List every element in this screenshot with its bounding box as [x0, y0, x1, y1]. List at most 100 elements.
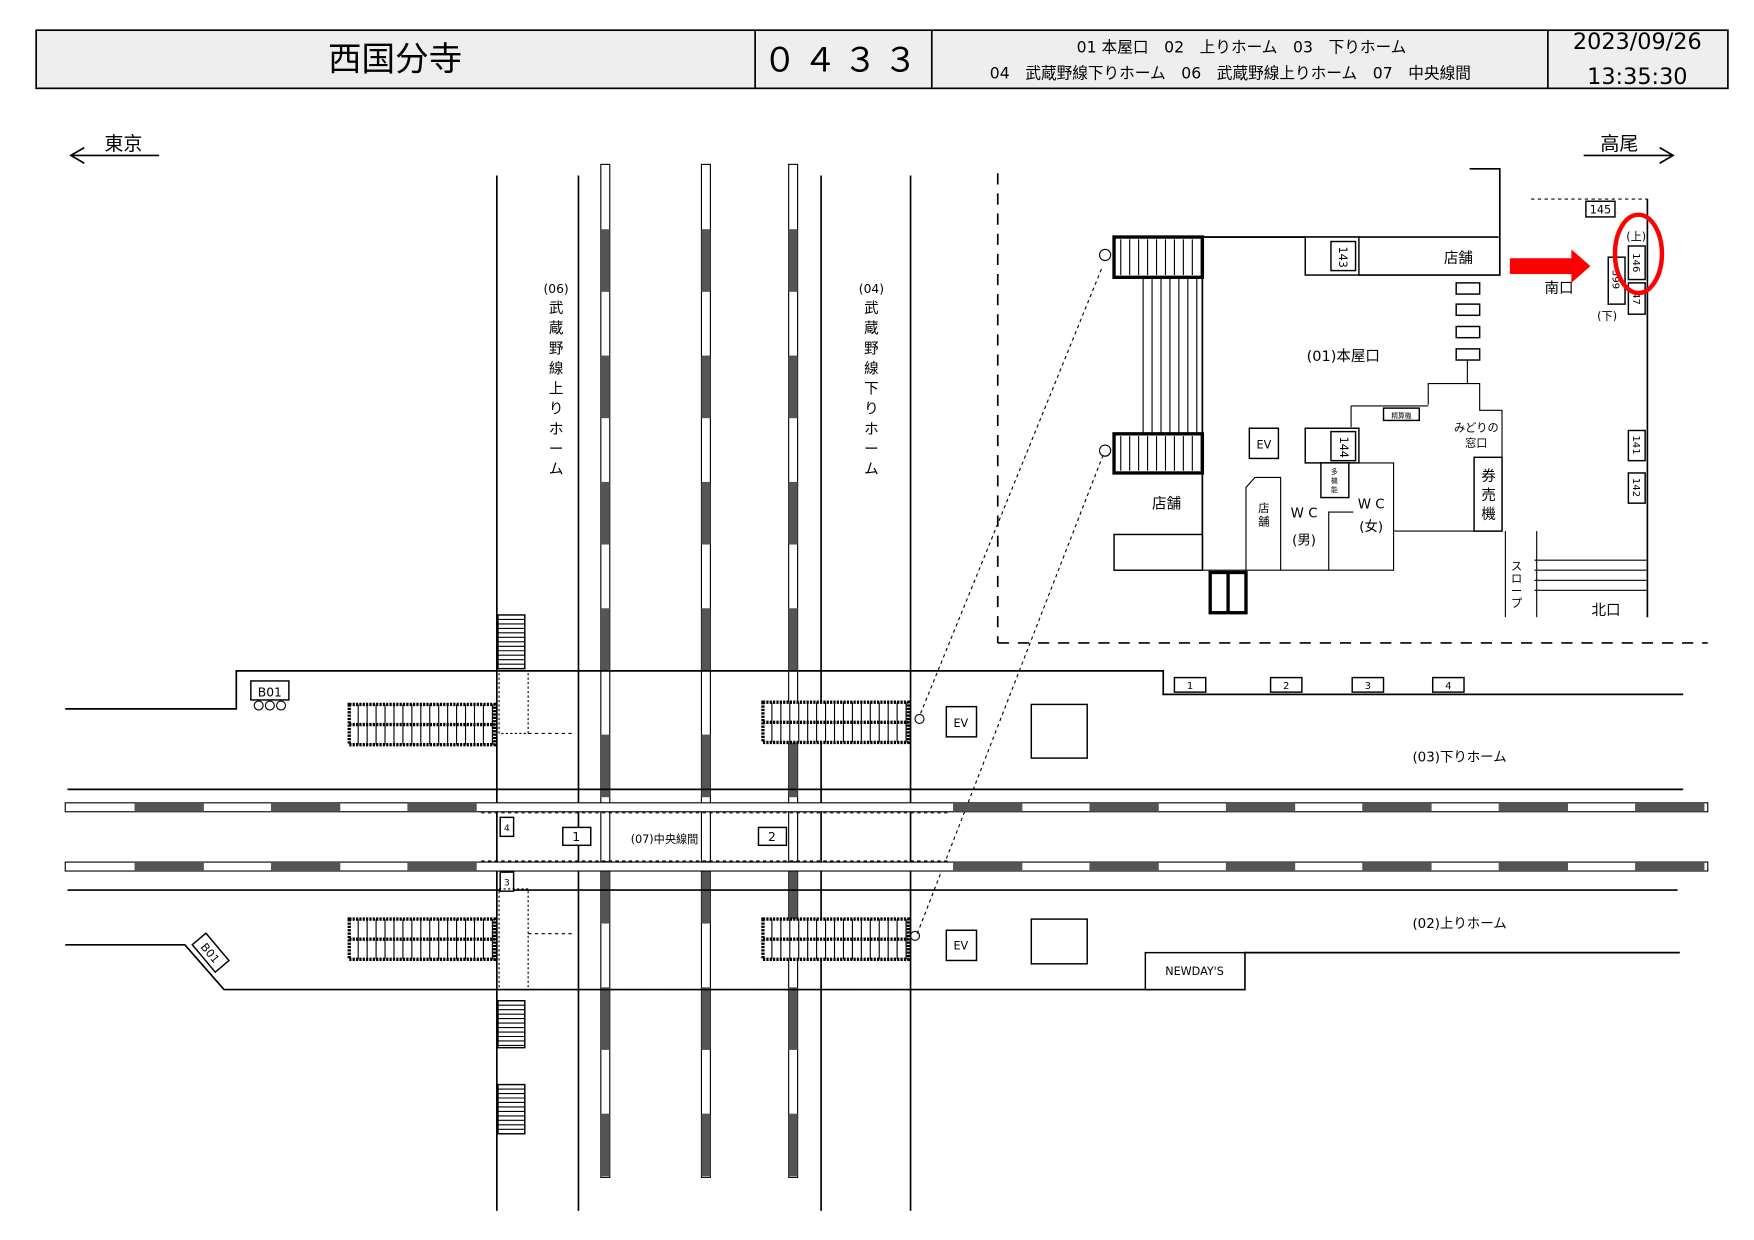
rail-segment: [1498, 862, 1569, 872]
rail-segment: [788, 860, 798, 924]
rail-segment: [953, 802, 1023, 812]
header-bar: 西国分寺 ０４３３ 01 本屋口 02 上りホーム 03 下りホーム 04 武蔵…: [35, 29, 1729, 90]
multi-toilet-char: 多: [1331, 467, 1338, 476]
car-position-1: 1: [1187, 681, 1193, 692]
direction-takao: 高尾: [1583, 133, 1675, 164]
rail-segment: [788, 734, 798, 798]
slope-char: プ: [1511, 597, 1522, 610]
rail-segment: [701, 987, 711, 1050]
chuo-marker-1: 1: [572, 830, 580, 844]
platform-label-char: 野: [864, 340, 879, 357]
midori-label: みどりの: [1454, 422, 1499, 435]
stairs: [1030, 703, 1088, 759]
platform-label-char: 上: [549, 381, 564, 398]
rail-segment: [701, 860, 711, 924]
rail-segment: [701, 229, 711, 292]
ticket-gate: [1455, 325, 1481, 339]
side-marker-3: 3: [504, 879, 510, 889]
marker-141: 141: [1630, 435, 1641, 454]
rail-segment: [701, 1113, 711, 1177]
highlight-circle: [1612, 212, 1665, 296]
marker-142: 142: [1630, 478, 1641, 497]
rail-segment: [1089, 802, 1159, 812]
car-position-4: 4: [1445, 681, 1451, 692]
platform-label-char: 武: [864, 300, 879, 317]
rail-segment: [600, 1113, 610, 1177]
rail-segment: [1498, 802, 1569, 812]
rail-segment: [270, 862, 341, 872]
marker-145: 145: [1590, 204, 1611, 217]
rail-segment: [1635, 862, 1705, 872]
station-name: 西国分寺: [328, 39, 462, 78]
slope-char: ー: [1511, 585, 1522, 598]
arrow-right-icon: [1659, 146, 1675, 164]
label-musashino-down: (04)武蔵野線下りホーム: [859, 282, 884, 478]
elevator-icon: [1098, 444, 1112, 457]
wc-male-label-2: (男): [1292, 534, 1316, 549]
ev-label: EV: [954, 717, 969, 730]
stairs: [1030, 918, 1088, 965]
platform-label-char: (04): [859, 282, 884, 296]
multi-toilet-char: 能: [1331, 485, 1338, 494]
chuo-tracks: [64, 802, 1709, 872]
marker-b01-top: B01: [258, 686, 282, 700]
shop-vertical-char: 店: [1258, 501, 1269, 515]
north-exit-label: 北口: [1591, 602, 1620, 619]
midori-label-2: 窓口: [1465, 436, 1487, 450]
slope-char: ス: [1511, 560, 1522, 573]
platform-label-char: ー: [549, 442, 564, 458]
side-marker-4: 4: [504, 824, 510, 834]
up-mark: (上): [1626, 230, 1646, 243]
rail-segment: [1362, 862, 1432, 872]
date: 2023/09/26: [1573, 29, 1702, 55]
fare-adjust-label: 精算機: [1391, 411, 1411, 420]
platform-label-char: ー: [864, 442, 879, 458]
time: 13:35:30: [1587, 64, 1687, 90]
rail-segment: [600, 860, 610, 924]
marker-144: 144: [1337, 437, 1350, 458]
platform-label-char: ホ: [549, 422, 564, 438]
rail-segment: [788, 229, 798, 292]
rail-segment: [1225, 862, 1296, 872]
rail-segment: [600, 229, 610, 292]
arrow-left-icon: [69, 146, 85, 164]
platform-stairs: [497, 999, 526, 1049]
ev-label: EV: [954, 939, 969, 952]
ticket-gate: [1455, 348, 1481, 361]
platform-label-char: り: [549, 402, 564, 418]
platform-label-char: ム: [864, 462, 879, 478]
stair-landing: [498, 670, 529, 735]
rail-segment: [1225, 802, 1296, 812]
platform-label-char: (06): [543, 282, 568, 296]
rail-segment: [600, 987, 610, 1050]
label-musashino-up: (06)武蔵野線上りホーム: [543, 282, 568, 478]
ticket-machine-char: 券: [1481, 468, 1496, 485]
rail-segment: [701, 608, 711, 671]
main-gate-label: (01)本屋口: [1307, 348, 1380, 365]
link-line: [916, 452, 1105, 934]
platform-label-char: ホ: [864, 422, 879, 438]
stairs: [1112, 235, 1205, 279]
platform-label-char: 線: [864, 360, 879, 377]
marker-147: 47: [1630, 292, 1641, 305]
ticket-machine-char: 機: [1481, 506, 1496, 523]
rail-segment: [600, 608, 610, 671]
south-exit-label: 南口: [1545, 280, 1574, 297]
ev-label: EV: [1257, 438, 1272, 451]
rail-segment: [134, 862, 204, 872]
rail-segment: [788, 481, 798, 545]
rail-segment: [1362, 802, 1432, 812]
station-code: ０４３３: [763, 41, 924, 80]
car-position-3: 3: [1365, 681, 1371, 692]
slope-char: ロ: [1511, 573, 1522, 586]
down-platform-label: (03)下りホーム: [1412, 750, 1506, 765]
elevator-icon: [914, 713, 925, 724]
rail-segment: [1635, 802, 1705, 812]
legend-line-2: 04 武蔵野線下りホーム 06 武蔵野線上りホーム 07 中央線間: [990, 63, 1471, 82]
rail-segment: [270, 802, 341, 812]
elevator-icon: [1098, 248, 1112, 262]
car-position-2: 2: [1283, 681, 1289, 692]
stair-landing: [498, 888, 529, 991]
ticket-gate: [1455, 303, 1481, 317]
stairs: [1112, 432, 1205, 475]
